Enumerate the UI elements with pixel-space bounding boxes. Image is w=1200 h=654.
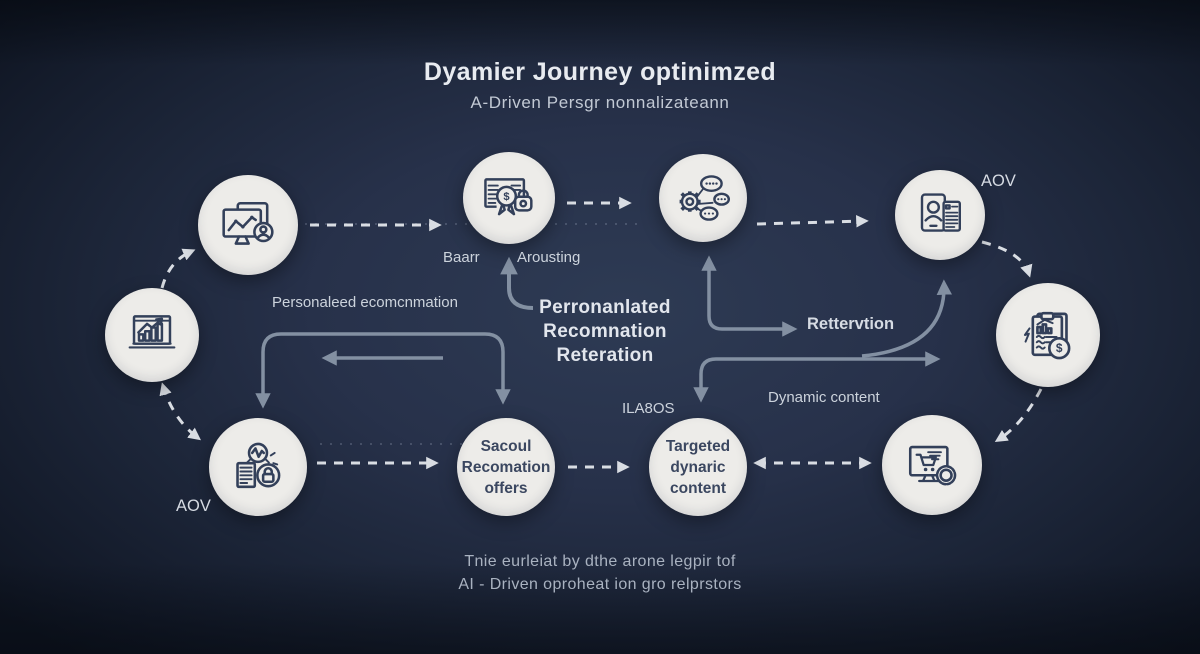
laptop-bar-chart-icon bbox=[128, 315, 176, 349]
dashed-arrow-gear-to-tablet bbox=[756, 214, 869, 228]
footer-line-1: Tnie eurleiat by dthe arone legpir tof bbox=[464, 553, 736, 570]
label-aov-bottom: AOV bbox=[176, 497, 211, 515]
retention-curve-arrow bbox=[861, 279, 953, 358]
page-subtitle: A-Driven Persgr nonnalizateann bbox=[470, 93, 730, 112]
svg-text:$: $ bbox=[1056, 341, 1063, 355]
dashed-arc-laptop-to-document bbox=[159, 382, 202, 441]
clipboard-report-dollar-icon: $ bbox=[1023, 311, 1071, 360]
monitor-line-chart-user-icon bbox=[222, 201, 274, 245]
dashed-arc-tablet-to-clipboard bbox=[981, 240, 1033, 278]
node-label-line: dynaric bbox=[670, 458, 726, 476]
node-tablet-profile bbox=[895, 170, 985, 260]
faint-dotted-guides bbox=[295, 223, 645, 445]
node-label-line: Sacoul bbox=[480, 437, 532, 455]
node-social-offers: Sacoul Recomation offers bbox=[457, 418, 555, 516]
tablet-user-profile-icon bbox=[920, 193, 961, 232]
node-monitor-cart bbox=[882, 415, 982, 515]
bracket-connector-arrow bbox=[255, 332, 511, 409]
label-personalized: Personaleed ecomcnmation bbox=[272, 294, 458, 311]
gear-chat-bubbles-icon bbox=[679, 175, 730, 221]
label-dynamic-content: Dynamic content bbox=[768, 389, 880, 406]
center-note: Perronanlated Recomnation Reteration bbox=[505, 296, 705, 368]
label-arousting: Arousting bbox=[517, 249, 581, 266]
node-label-line: content bbox=[670, 479, 726, 497]
center-note-line: Perronanlated bbox=[539, 297, 671, 318]
footer-line-2: AI - Driven oproheat ion gro relprstors bbox=[458, 576, 742, 593]
dashed-arc-clipboard-to-cart bbox=[994, 388, 1043, 443]
document-lock-magnifier-icon bbox=[236, 442, 281, 489]
dynamic-elbow-arrow bbox=[693, 351, 941, 403]
footer-caption: Tnie eurleiat by dthe arone legpir tof A… bbox=[0, 550, 1200, 596]
header: Dyamier Journey optinimzed A-Driven Pers… bbox=[0, 58, 1200, 113]
svg-text:$: $ bbox=[503, 191, 510, 203]
label-aov-top: AOV bbox=[981, 172, 1016, 190]
node-monitor-analytics bbox=[198, 175, 298, 275]
node-label-line: Recomation bbox=[461, 458, 551, 476]
certificate-dollar-lock-icon: $ bbox=[484, 178, 533, 216]
dashed-arc-laptop-to-monitor bbox=[160, 248, 196, 289]
node-targeted-content: Targeted dynaric content bbox=[649, 418, 747, 516]
node-certificate-offer: $ bbox=[463, 152, 555, 244]
node-label-line: offers bbox=[484, 479, 528, 497]
node-document-lock-search bbox=[209, 418, 307, 516]
node-label-line: Targeted bbox=[665, 437, 731, 455]
page-title: Dyamier Journey optinimzed bbox=[423, 58, 777, 86]
label-retention: Rettervtion bbox=[807, 315, 895, 333]
node-clipboard-report: $ bbox=[996, 283, 1100, 387]
gear-elbow-arrow bbox=[701, 255, 798, 337]
center-note-line: Reteration bbox=[556, 345, 654, 366]
monitor-shopping-cart-icon bbox=[908, 445, 957, 486]
node-gear-chat bbox=[659, 154, 747, 242]
dashed-connectors bbox=[159, 196, 1043, 474]
solid-connectors bbox=[255, 255, 953, 409]
center-note-line: Recomnation bbox=[543, 321, 667, 342]
arousting-up-arrow bbox=[500, 256, 534, 310]
node-laptop-growth bbox=[105, 288, 199, 382]
label-baarr: Baarr bbox=[443, 249, 480, 266]
label-ilabos: ILA8OS bbox=[622, 400, 675, 417]
